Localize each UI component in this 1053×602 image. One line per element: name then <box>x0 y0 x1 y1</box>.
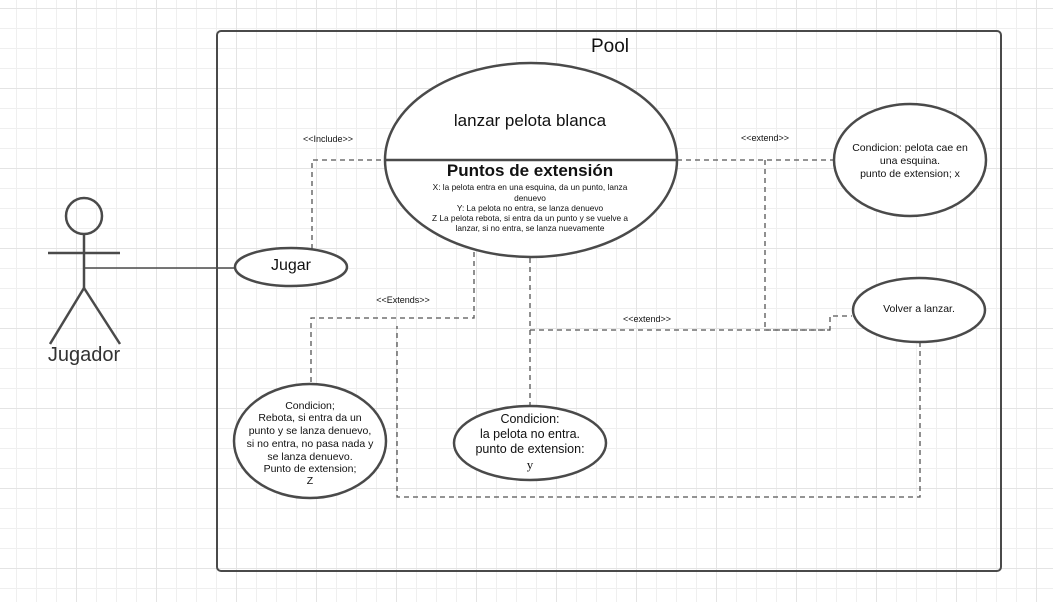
include-label: <<Include>> <box>302 134 354 144</box>
cond-z-line-7: Z <box>306 475 314 487</box>
extends-left-connector <box>310 252 475 384</box>
actor-right-leg <box>82 287 122 345</box>
cond-z-line-1: Condicion; <box>285 400 335 412</box>
usecase-cond-z[interactable] <box>232 382 388 500</box>
include-connector <box>311 159 386 249</box>
cond-y-line-3: punto de extension: <box>475 442 585 456</box>
volver-connector <box>396 326 921 498</box>
system-title: Pool <box>590 36 630 57</box>
extend-top-label: <<extend>> <box>740 133 790 143</box>
actor-label: Jugador <box>47 344 121 366</box>
cond-y-line-2: la pelota no entra. <box>479 427 581 441</box>
volver-label: Volver a lanzar. <box>883 303 955 315</box>
usecase-cond-x[interactable] <box>832 102 988 218</box>
cond-x-line-3: punto de extension; x <box>860 168 960 180</box>
cond-x-line-1: Condicion: pelota cae en <box>852 142 968 154</box>
cond-y-line-4: y <box>526 457 534 472</box>
extension-point-x-cont: denuevo <box>514 193 546 203</box>
actor-left-leg <box>48 287 86 345</box>
actor-figure[interactable] <box>48 196 122 345</box>
cond-z-line-2: Rebota, si entra da un <box>258 412 362 424</box>
extension-point-y: Y: La pelota no entra, se lanza denuevo <box>456 203 604 213</box>
cond-z-line-6: Punto de extension; <box>263 463 357 475</box>
cond-z-line-5: se lanza denuevo. <box>267 451 353 463</box>
jugar-label: Jugar <box>270 257 312 274</box>
extends-left-label: <<Extends>> <box>376 295 430 305</box>
usecase-volver[interactable] <box>851 276 987 344</box>
main-usecase-title: lanzar pelota blanca <box>453 111 607 130</box>
extend-mid-label: <<extend>> <box>622 314 672 324</box>
extension-point-x: X: la pelota entra en una esquina, da un… <box>432 182 628 192</box>
cond-z-line-3: punto y se lanza denuevo, <box>248 425 372 437</box>
usecase-cond-y[interactable] <box>452 404 608 482</box>
actor-head <box>64 196 104 236</box>
system-boundary[interactable] <box>216 30 1002 572</box>
cond-z-line-4: si no entra, no pasa nada y <box>246 438 374 450</box>
extension-point-z-cont: lanzar, si no entra, se lanza nuevamente <box>455 223 605 233</box>
extension-heading: Puntos de extensión <box>446 161 614 180</box>
usecase-jugar[interactable] <box>233 246 349 288</box>
cond-x-line-2: una esquina. <box>879 155 941 167</box>
extension-point-z: Z La pelota rebota, si entra da un punto… <box>431 213 629 223</box>
cond-y-line-1: Condicion: <box>500 412 560 426</box>
